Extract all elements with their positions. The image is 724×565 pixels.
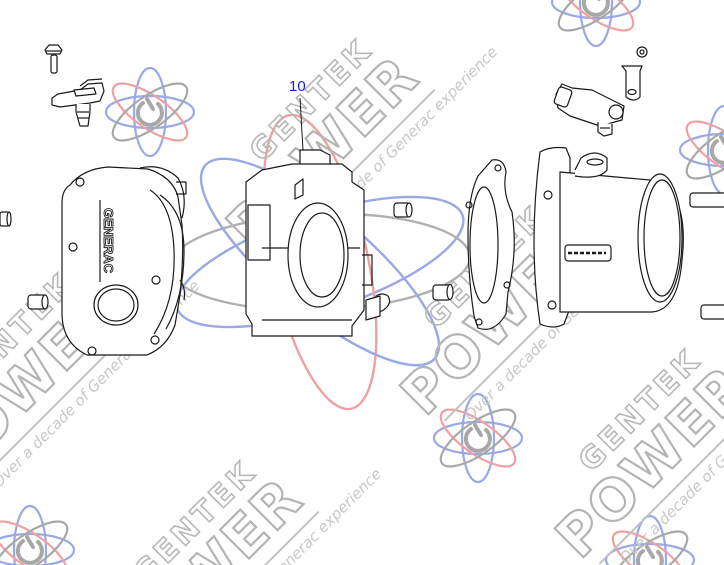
gasket-part <box>465 159 515 330</box>
bolt-part <box>44 44 63 74</box>
dowel-pin-part <box>432 283 454 301</box>
temperature-sensor-part <box>553 83 625 137</box>
nut-part <box>636 46 648 58</box>
stud-part <box>700 304 724 320</box>
callout-10-leader-line <box>299 97 304 151</box>
dowel-pin-part <box>0 211 12 227</box>
map-sensor-part <box>51 78 105 127</box>
inlet-adapter-part <box>533 146 684 328</box>
stud-part <box>689 192 724 208</box>
callout-10-label[interactable]: 10 <box>289 78 306 95</box>
throttle-cover-part <box>61 166 187 356</box>
throttle-body-part <box>245 149 391 337</box>
dowel-pin-part <box>27 294 49 310</box>
cover-brand-label: GENERAC <box>101 208 116 274</box>
dowel-pin-part <box>393 202 413 218</box>
sleeve-part <box>621 65 643 101</box>
